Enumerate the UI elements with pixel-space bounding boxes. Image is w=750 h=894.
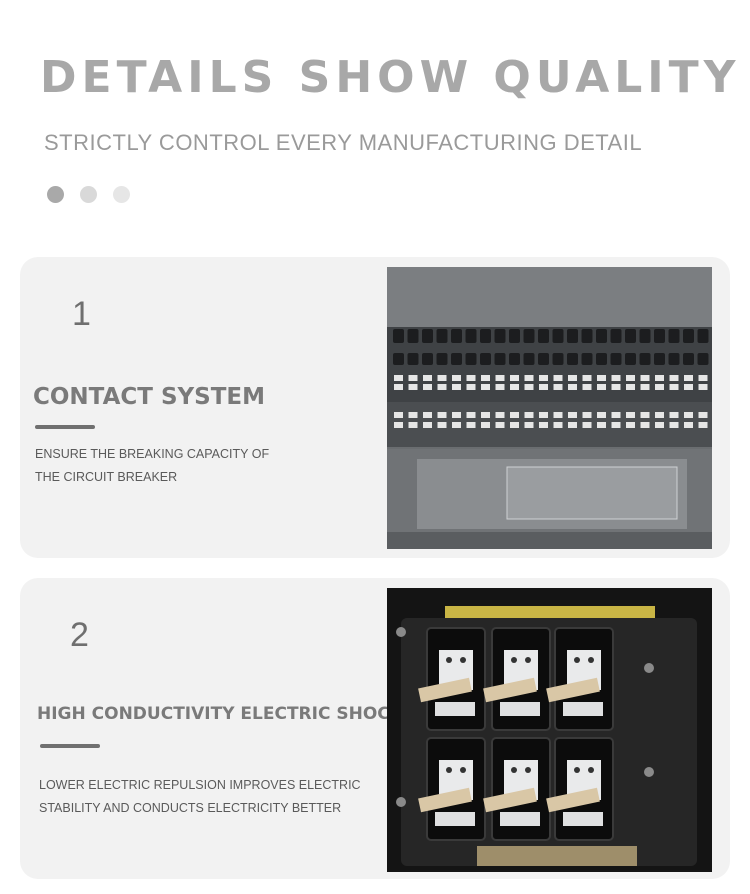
feature-description: LOWER ELECTRIC REPULSION IMPROVES ELECTR… bbox=[39, 778, 361, 815]
feature-heading: CONTACT SYSTEM bbox=[33, 384, 266, 410]
carousel-dots bbox=[47, 186, 130, 203]
feature-number: 1 bbox=[72, 295, 91, 333]
carousel-dot-2[interactable] bbox=[80, 186, 97, 203]
carousel-dot-1[interactable] bbox=[47, 186, 64, 203]
heading-underline bbox=[40, 744, 100, 748]
feature-heading: HIGH CONDUCTIVITY ELECTRIC SHOCK bbox=[37, 704, 403, 724]
heading-underline bbox=[35, 425, 95, 429]
feature-card-contact-system: 1 CONTACT SYSTEM ENSURE THE BREAKING CAP… bbox=[20, 257, 730, 558]
busbar-contacts-photo bbox=[387, 588, 712, 872]
carousel-dot-3[interactable] bbox=[113, 186, 130, 203]
page-subtitle: STRICTLY CONTROL EVERY MANUFACTURING DET… bbox=[44, 130, 643, 155]
feature-number: 2 bbox=[70, 616, 89, 654]
feature-description: ENSURE THE BREAKING CAPACITY OF THE CIRC… bbox=[35, 447, 270, 484]
terminal-block-photo bbox=[387, 267, 712, 549]
feature-card-conductivity: 2 HIGH CONDUCTIVITY ELECTRIC SHOCK LOWER… bbox=[20, 578, 730, 879]
page-title: DETAILS SHOW QUALITY bbox=[40, 52, 741, 103]
